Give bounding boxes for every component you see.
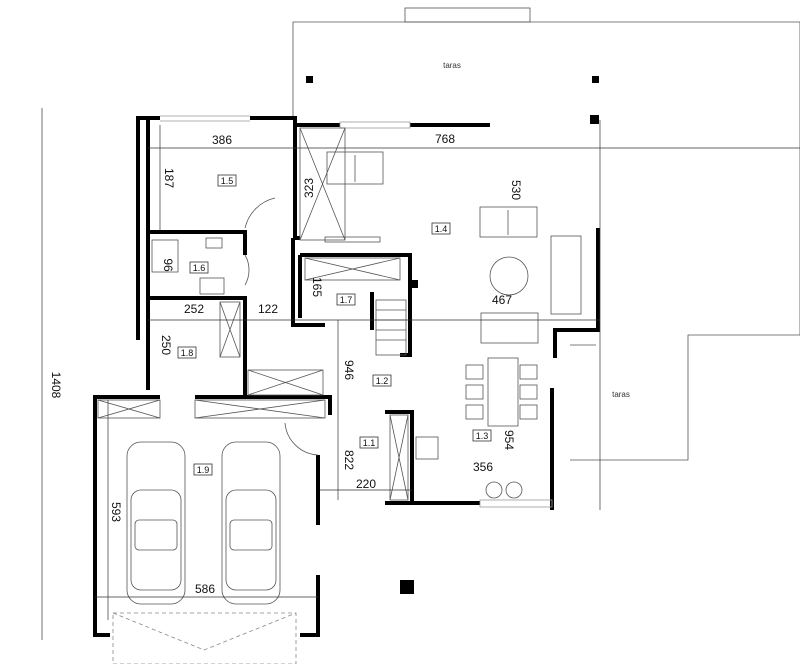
svg-text:1.9: 1.9 <box>197 465 210 475</box>
room-label-1.3: 1.3 <box>472 429 492 442</box>
dim-living-depth: 530 <box>509 180 523 200</box>
dim-kitchen-depth: 822 <box>342 450 356 470</box>
terrace-label: taras <box>443 61 461 70</box>
terrace-label: taras <box>612 390 630 399</box>
dim-bath: 96 <box>161 258 175 272</box>
staircase <box>375 299 407 356</box>
room-label-1.2: 1.2 <box>372 374 392 387</box>
dim-stair-closet: 165 <box>310 277 324 297</box>
column <box>592 76 599 83</box>
dim-living-span: 467 <box>492 293 512 307</box>
room-label-1.6: 1.6 <box>189 261 209 274</box>
svg-text:1.5: 1.5 <box>221 176 234 186</box>
garage-door <box>112 612 297 664</box>
furniture <box>151 151 582 499</box>
walls <box>93 115 600 637</box>
svg-text:1.4: 1.4 <box>435 224 448 234</box>
dim-hall-depth: 946 <box>342 360 356 380</box>
svg-text:1.8: 1.8 <box>181 348 194 358</box>
dim-dining-depth: 954 <box>502 430 516 450</box>
svg-text:1.3: 1.3 <box>476 431 489 441</box>
room-label-1.1: 1.1 <box>359 436 379 449</box>
dim-living-width: 768 <box>435 132 455 146</box>
svg-text:1.1: 1.1 <box>363 438 376 448</box>
closets <box>97 127 409 501</box>
dim-utility-depth: 250 <box>159 335 173 355</box>
dim-bedroom-depth: 187 <box>162 168 176 188</box>
room-label-1.8: 1.8 <box>177 346 197 359</box>
column <box>400 580 414 594</box>
svg-text:1.7: 1.7 <box>340 295 353 305</box>
room-label-1.9: 1.9 <box>193 463 213 476</box>
column <box>306 76 313 83</box>
dim-garage-depth: 593 <box>109 502 123 522</box>
car <box>221 441 281 605</box>
dim-wardrobe: 323 <box>302 178 316 198</box>
dim-utility-width: 252 <box>184 302 204 316</box>
dim-kitchen-width: 356 <box>473 460 493 474</box>
overall-dimension: 1408 <box>49 372 63 399</box>
column <box>590 115 599 124</box>
room-label-1.5: 1.5 <box>217 174 237 187</box>
dimension-lines <box>95 120 800 620</box>
room-label-1.4: 1.4 <box>431 222 451 235</box>
svg-text:1.2: 1.2 <box>376 376 389 386</box>
dim-vestibule-width: 220 <box>356 477 376 491</box>
terrace-outline <box>292 7 800 461</box>
dim-garage-width: 586 <box>195 582 215 596</box>
dim-hall-width: 122 <box>258 302 278 316</box>
room-label-1.7: 1.7 <box>336 293 356 306</box>
dim-bedroom-width: 386 <box>212 133 232 147</box>
car <box>126 441 186 605</box>
doors <box>244 197 319 456</box>
svg-text:1.6: 1.6 <box>193 263 206 273</box>
